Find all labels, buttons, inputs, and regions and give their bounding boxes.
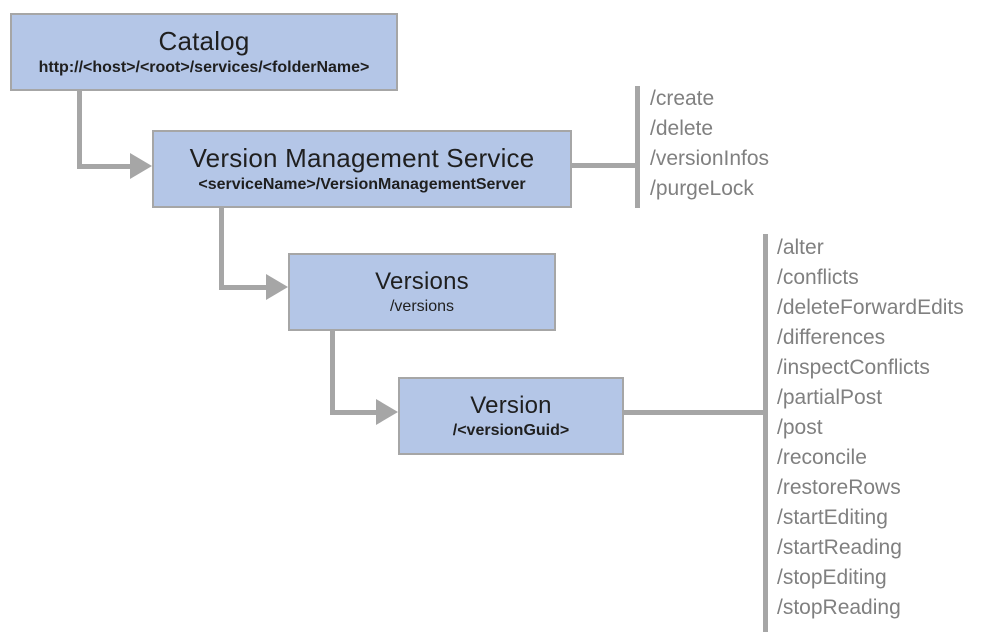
- ops-item: /differences: [777, 326, 886, 349]
- connector-catalog-vms-vertical: [77, 91, 82, 167]
- connector-vms-versions-horizontal: [219, 285, 268, 290]
- node-vms-title: Version Management Service: [189, 143, 535, 174]
- ops-item: /reconcile: [777, 446, 867, 469]
- ops-item: /conflicts: [777, 266, 859, 289]
- node-vms-url: <serviceName>/VersionManagementServer: [198, 175, 526, 193]
- ops-item: /versionInfos: [650, 147, 770, 170]
- connector-vms-versions-vertical: [219, 208, 224, 290]
- ops-list-vms: /create /delete /versionInfos /purgeLock: [650, 84, 769, 204]
- node-version-title: Version: [470, 391, 552, 419]
- node-catalog-title: Catalog: [158, 26, 250, 57]
- ops-list-version: /alter /conflicts /deleteForwardEdits /d…: [777, 233, 964, 623]
- ops-list-version-bracket: [763, 234, 768, 632]
- ops-item: /stopEditing: [777, 566, 887, 589]
- node-version-url: /<versionGuid>: [452, 421, 570, 439]
- connector-versions-version-vertical: [330, 331, 335, 414]
- ops-item: /delete: [650, 117, 714, 140]
- ops-item: /deleteForwardEdits: [777, 296, 964, 319]
- connector-vms-ops: [572, 163, 635, 168]
- ops-item: /restoreRows: [777, 476, 901, 499]
- arrowhead-icon: [266, 274, 288, 300]
- connector-catalog-vms-horizontal: [77, 164, 132, 169]
- node-version: Version /<versionGuid>: [398, 377, 624, 455]
- connector-versions-version-horizontal: [330, 410, 378, 415]
- arrowhead-icon: [130, 153, 152, 179]
- node-versions: Versions /versions: [288, 253, 556, 331]
- node-version-management-service: Version Management Service <serviceName>…: [152, 130, 572, 208]
- ops-item: /purgeLock: [650, 177, 754, 200]
- ops-item: /startEditing: [777, 506, 888, 529]
- ops-list-vms-bracket: [635, 86, 640, 208]
- ops-item: /alter: [777, 236, 824, 259]
- node-catalog: Catalog http://<host>/<root>/services/<f…: [10, 13, 398, 91]
- ops-item: /create: [650, 87, 715, 110]
- connector-version-ops: [624, 410, 763, 415]
- ops-item: /inspectConflicts: [777, 356, 930, 379]
- ops-item: /post: [777, 416, 823, 439]
- arrowhead-icon: [376, 399, 398, 425]
- node-catalog-url: http://<host>/<root>/services/<folderNam…: [38, 58, 370, 76]
- ops-item: /startReading: [777, 536, 902, 559]
- node-versions-title: Versions: [375, 267, 469, 295]
- ops-item: /partialPost: [777, 386, 883, 409]
- ops-item: /stopReading: [777, 596, 901, 619]
- node-versions-url: /versions: [389, 297, 455, 315]
